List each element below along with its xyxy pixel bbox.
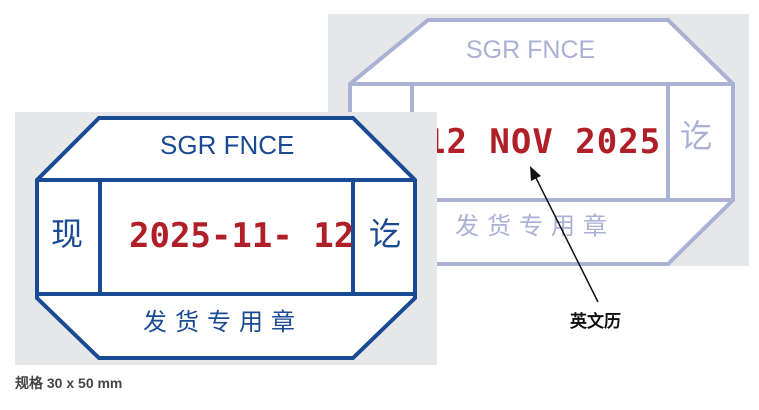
back-date-text: 12 NOV 2025 xyxy=(425,122,662,162)
front-side-char-right: 讫 xyxy=(369,215,402,253)
front-stamp-frame xyxy=(35,116,417,360)
size-caption: 规格 30 x 50 mm xyxy=(15,375,123,391)
front-purpose-text: 发货专用章 xyxy=(143,308,303,336)
back-purpose-text: 发货专用章 xyxy=(455,212,615,240)
front-company-name: SGR FNCE xyxy=(160,130,295,160)
annotation-label: 英文历 xyxy=(570,312,621,331)
back-side-char-right: 讫 xyxy=(680,117,713,155)
back-company-name: SGR FNCE xyxy=(466,36,596,64)
front-stamp-panel: SGR FNCE 2025-11- 12 现 讫 发货专用章 xyxy=(15,112,437,365)
front-side-char-left: 现 xyxy=(51,215,84,253)
front-date-text: 2025-11- 12 xyxy=(129,216,355,256)
